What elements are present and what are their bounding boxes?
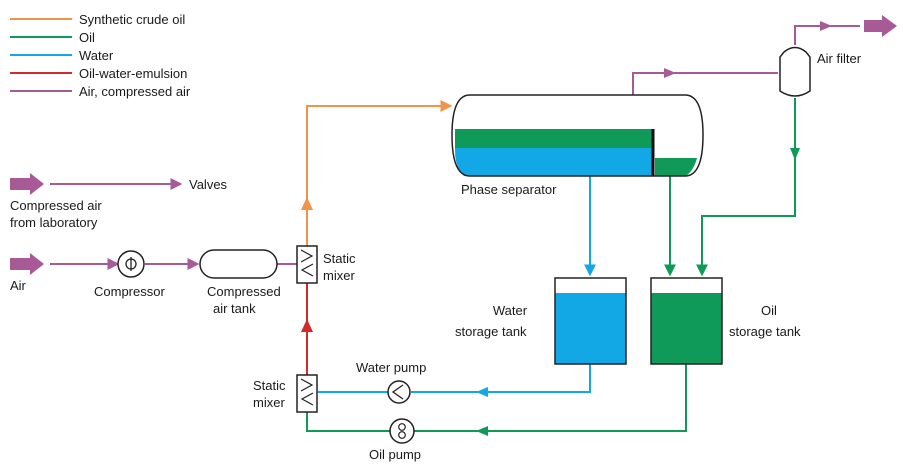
synthetic-crude-oil-line [306, 100, 453, 246]
static-mixer-top-label-line2: mixer [323, 268, 355, 283]
emulsion-arrowhead [301, 319, 313, 332]
air-outlet-arrowhead [820, 21, 832, 31]
compressor [117, 250, 145, 278]
phase-separator-water-layer [455, 148, 652, 176]
static-mixer-bottom-label: Static [253, 378, 286, 393]
static-mixer-bottom-body [296, 374, 318, 413]
from-laboratory-label: from laboratory [10, 215, 98, 230]
static-mixer-top-body [296, 245, 318, 284]
air-filter [779, 46, 811, 97]
phase-separator-label: Phase separator [461, 182, 557, 197]
water-storage-tank-body [554, 277, 627, 365]
phase-separator-vessel [451, 94, 704, 177]
phase-separator [451, 94, 704, 177]
static-mixer-top [296, 245, 318, 284]
air-line-separator-to-filter [632, 72, 778, 95]
water-storage-tank-label: Water [493, 303, 528, 318]
water-pump-body [387, 380, 411, 404]
synthetic-crude-oil-arrowhead [301, 197, 313, 210]
legend-label-oil: Oil [79, 30, 95, 45]
oil-storage-tank-label: Oil [761, 303, 777, 318]
static-mixer-bottom-chevron [300, 392, 314, 406]
static-mixer-bottom-label-line2: mixer [253, 395, 285, 410]
water-flow-arrowhead [476, 387, 488, 397]
oil-line-tank-to-pump [414, 364, 687, 432]
oil-pump-icon [398, 423, 406, 431]
legend-label-air: Air, compressed air [79, 84, 191, 99]
compressed-air-tank-label: Compressed [207, 284, 281, 299]
water-pump-icon [391, 384, 404, 400]
oil-pump-label: Oil pump [369, 447, 421, 462]
water-pump [387, 380, 411, 404]
oil-storage-tank-label-line2: storage tank [729, 324, 801, 339]
compressed-air-tank-label-line2: air tank [213, 301, 256, 316]
oil-pump-icon [398, 431, 406, 439]
water-line-tank-to-pump [411, 364, 591, 393]
air-outlet-arrow [864, 15, 897, 37]
water-pump-label: Water pump [356, 360, 426, 375]
oil-pump [389, 418, 415, 444]
oil-line-pump-to-mixer [306, 412, 390, 432]
oil-flow-arrowhead [476, 426, 488, 436]
compressor-label: Compressor [94, 284, 165, 299]
legend-label-water: Water [79, 48, 114, 63]
water-storage-tank [554, 277, 627, 365]
legend-label-emulsion: Oil-water-emulsion [79, 66, 187, 81]
oil-pump-body [389, 418, 415, 444]
compressed-air-inlet-arrow [10, 173, 44, 195]
legend-label-synthetic-crude-oil: Synthetic crude oil [79, 12, 185, 27]
air-line-filter-to-outlet [794, 25, 860, 45]
static-mixer-top-chevron [300, 249, 314, 263]
oil-storage-tank-body [650, 277, 723, 365]
air-flow-arrowhead [664, 68, 676, 78]
static-mixer-bottom [296, 374, 318, 413]
water-storage-tank-label-line2: storage tank [455, 324, 527, 339]
phase-separator-oil-layer [455, 129, 652, 148]
phase-separator-oil-overflow [655, 158, 697, 176]
air-label: Air [10, 278, 27, 293]
oil-storage-tank-level [651, 293, 722, 364]
oil-storage-tank [650, 277, 723, 365]
static-mixer-bottom-chevron [300, 378, 314, 392]
static-mixer-top-label: Static [323, 251, 356, 266]
static-mixer-top-chevron [300, 263, 314, 277]
air-inlet-arrow [10, 253, 44, 275]
water-storage-tank-level [555, 293, 626, 364]
valves-label: Valves [189, 177, 228, 192]
legend: Synthetic crude oil Oil Water Oil-water-… [10, 12, 191, 99]
compressed-air-tank [199, 249, 278, 279]
air-filter-label: Air filter [817, 51, 862, 66]
oil-line-filter-to-tank [696, 98, 796, 277]
oil-filter-flow-arrowhead [790, 148, 800, 160]
compressed-air-label: Compressed air [10, 198, 102, 213]
